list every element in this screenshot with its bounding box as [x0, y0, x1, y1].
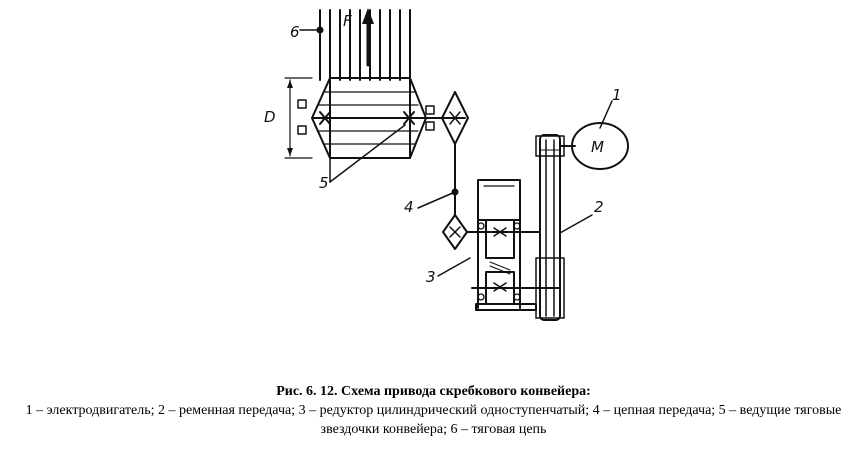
caption-text: 1 – электродвигатель; 2 – ременная перед… — [25, 403, 842, 437]
conveyor-sprockets — [311, 77, 427, 159]
label-4: 4 — [404, 198, 414, 216]
leader-lines — [299, 29, 613, 277]
label-diameter: D — [264, 108, 276, 126]
electric-motor — [559, 122, 629, 170]
force-arrow — [362, 8, 374, 67]
chain-sprocket-driving — [442, 214, 468, 250]
belt-transmission — [535, 134, 565, 321]
diameter-dimension — [284, 77, 313, 159]
conveyor-drive-diagram: 6 F D 5 4 3 2 1 M — [264, 8, 629, 321]
motor-symbol: M — [591, 138, 604, 156]
caption-title: Рис. 6. 12. Схема привода скребкового ко… — [276, 384, 591, 399]
label-3: 3 — [426, 268, 436, 286]
label-1: 1 — [612, 86, 622, 104]
label-5: 5 — [319, 174, 329, 192]
label-force: F — [343, 12, 352, 30]
gear-reducer — [466, 179, 561, 311]
figure-caption: Рис. 6. 12. Схема привода скребкового ко… — [0, 382, 867, 439]
label-6: 6 — [290, 23, 300, 41]
drum-bearings — [297, 99, 435, 135]
label-2: 2 — [594, 198, 604, 216]
